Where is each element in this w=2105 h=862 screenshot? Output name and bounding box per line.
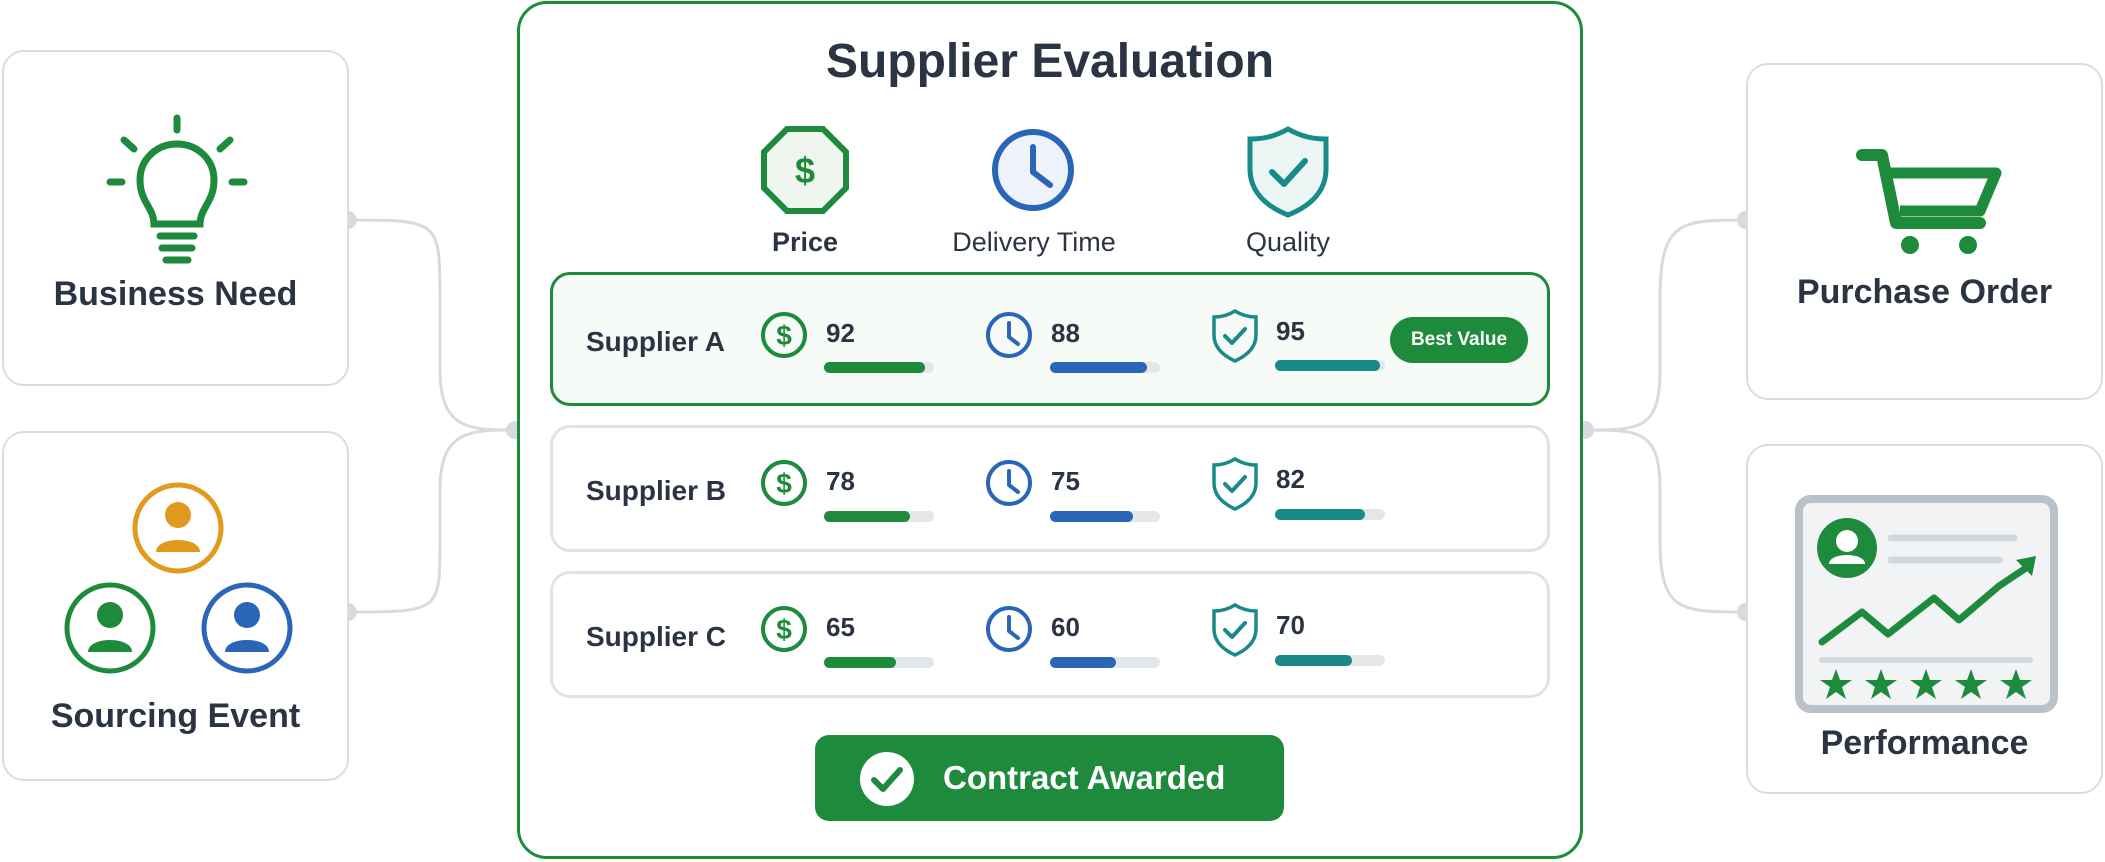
supplier-c-delivery-bar	[1050, 657, 1160, 668]
performance-card: Performance	[1746, 444, 2103, 794]
supplier-c-price-score: 65	[826, 612, 855, 642]
clock-icon	[986, 606, 1032, 652]
star-icon	[1820, 669, 1852, 699]
dollar-circle-icon: $	[761, 312, 807, 358]
star-icon	[2000, 669, 2032, 699]
supplier-b-price-bar	[824, 511, 934, 522]
supplier-b-quality-bar	[1275, 509, 1385, 520]
supplier-a-quality-score: 95	[1276, 316, 1305, 346]
criterion-price-label: Price	[771, 227, 839, 257]
business-need-label: Business Need	[53, 275, 298, 313]
supplier-b-delivery-bar	[1050, 511, 1160, 522]
evaluation-title: Supplier Evaluation	[825, 35, 1275, 88]
supplier-b-name: Supplier B	[586, 475, 727, 506]
star-rating	[1820, 669, 2032, 699]
supplier-a-price-bar	[824, 362, 934, 373]
supplier-b-quality-score: 82	[1276, 464, 1305, 494]
supplier-row-a[interactable]	[550, 272, 1550, 406]
person-icon-orange	[132, 482, 224, 574]
performance-report-icon	[1795, 495, 2058, 713]
supplier-b-delivery-score: 75	[1051, 466, 1080, 496]
lightbulb-icon	[106, 114, 248, 264]
sourcing-event-label: Sourcing Event	[50, 697, 301, 735]
supplier-row-c[interactable]	[550, 571, 1550, 698]
person-icon-blue	[201, 582, 293, 674]
supplier-a-delivery-score: 88	[1051, 318, 1080, 348]
cart-icon	[1856, 149, 2002, 254]
star-icon	[1865, 669, 1897, 699]
contract-awarded-label: Contract Awarded	[943, 759, 1226, 796]
purchase-order-label: Purchase Order	[1796, 273, 2053, 311]
best-value-badge: Best Value	[1390, 317, 1528, 363]
criterion-delivery-label: Delivery Time	[952, 227, 1116, 257]
supplier-a-name: Supplier A	[586, 326, 725, 357]
criterion-quality-label: Quality	[1245, 227, 1331, 257]
clock-icon	[992, 129, 1074, 211]
dollar-circle-icon: $	[761, 606, 807, 652]
purchase-order-card: Purchase Order	[1746, 63, 2103, 400]
star-icon	[1910, 669, 1942, 699]
supplier-c-price-bar	[824, 657, 934, 668]
supplier-c-name: Supplier C	[586, 621, 727, 652]
supplier-c-quality-score: 70	[1276, 610, 1305, 640]
supplier-b-price-score: 78	[826, 466, 855, 496]
check-circle-icon	[860, 752, 914, 806]
shield-check-icon	[1247, 126, 1329, 218]
team-icon	[64, 482, 293, 674]
svg-text:$: $	[776, 614, 792, 645]
dollar-octagon-icon: $	[761, 126, 849, 214]
business-need-card: Business Need	[2, 50, 349, 386]
star-icon	[1955, 669, 1987, 699]
svg-text:$: $	[795, 150, 815, 191]
person-icon-green	[64, 582, 156, 674]
supplier-c-quality-bar	[1275, 655, 1385, 666]
svg-text:$: $	[776, 468, 792, 499]
dollar-circle-icon: $	[761, 460, 807, 506]
clock-icon	[986, 312, 1032, 358]
shield-check-icon	[1212, 602, 1258, 657]
performance-label: Performance	[1820, 724, 2029, 762]
svg-text:$: $	[776, 320, 792, 351]
shield-check-icon	[1212, 308, 1258, 363]
supplier-row-b[interactable]	[550, 425, 1550, 552]
supplier-a-quality-bar	[1275, 360, 1385, 371]
shield-check-icon	[1212, 456, 1258, 511]
supplier-a-price-score: 92	[826, 318, 855, 348]
contract-awarded-button[interactable]: Contract Awarded	[815, 735, 1284, 821]
clock-icon	[986, 460, 1032, 506]
sourcing-event-card: Sourcing Event	[2, 431, 349, 781]
supplier-a-delivery-bar	[1050, 362, 1160, 373]
supplier-c-delivery-score: 60	[1051, 612, 1080, 642]
